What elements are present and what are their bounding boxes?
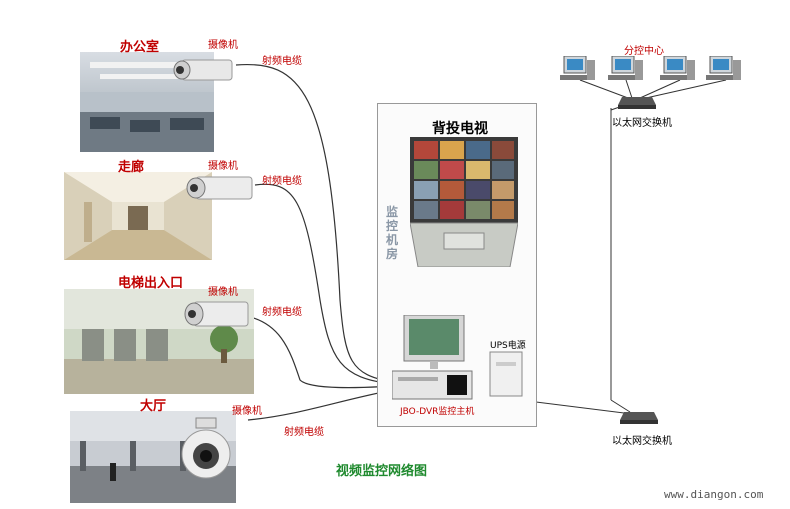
switch-bottom-label: 以太网交换机 — [612, 436, 672, 447]
elevator-photo — [64, 289, 254, 394]
camera-label-office: 摄像机 — [208, 40, 238, 51]
rf-cable-label-corridor: 射频电缆 — [262, 176, 302, 187]
cable-office — [235, 63, 394, 383]
watermark: www.diangon.com — [664, 488, 764, 501]
elevator-camera-icon — [182, 296, 252, 336]
tv-wall-label: 背投电视 — [432, 121, 488, 137]
corridor-photo — [64, 172, 212, 260]
switch-bottom-icon — [620, 410, 660, 430]
ptz-camera-label: 摄像机 — [232, 406, 262, 417]
branch-pc-4-icon — [706, 55, 744, 88]
office-photo — [80, 52, 214, 152]
corridor-camera-icon — [184, 172, 256, 208]
camera-label-corridor: 摄像机 — [208, 161, 238, 172]
location-label-office: 办公室 — [120, 40, 160, 55]
branch-pc-1-icon — [560, 55, 598, 88]
rf-cable-label-office: 射频电缆 — [262, 56, 302, 67]
branch-pc-2-icon — [608, 55, 646, 88]
location-label-elevator: 电梯出入口 — [118, 276, 184, 291]
cable-elevator — [239, 314, 394, 389]
rf-cable-label-elevator: 射频电缆 — [262, 307, 302, 318]
monitor-workstation — [391, 314, 482, 401]
host-label: JBO-DVR监控主机 — [400, 407, 475, 417]
tv-wall — [409, 137, 519, 268]
cable-hall — [247, 389, 394, 421]
camera-label-elevator: 摄像机 — [208, 287, 238, 298]
branch-center-label: 分控中心 — [624, 46, 664, 57]
switch-top-label: 以太网交换机 — [612, 118, 672, 129]
ups-label: UPS电源 — [490, 341, 526, 351]
cable-corridor — [254, 183, 394, 385]
location-label-hall: 大厅 — [140, 399, 167, 414]
monitor-room-label: 监控机房 — [386, 205, 399, 261]
office-camera-icon — [172, 55, 236, 89]
hall-ptz-camera-icon — [176, 416, 236, 490]
switch-top-icon — [618, 95, 658, 115]
ups-icon — [488, 350, 524, 402]
branch-pc-3-icon — [660, 55, 698, 88]
diagram-title: 视频监控网络图 — [336, 464, 428, 479]
rf-cable-label-hall: 射频电缆 — [284, 427, 324, 438]
location-label-corridor: 走廊 — [118, 160, 145, 175]
